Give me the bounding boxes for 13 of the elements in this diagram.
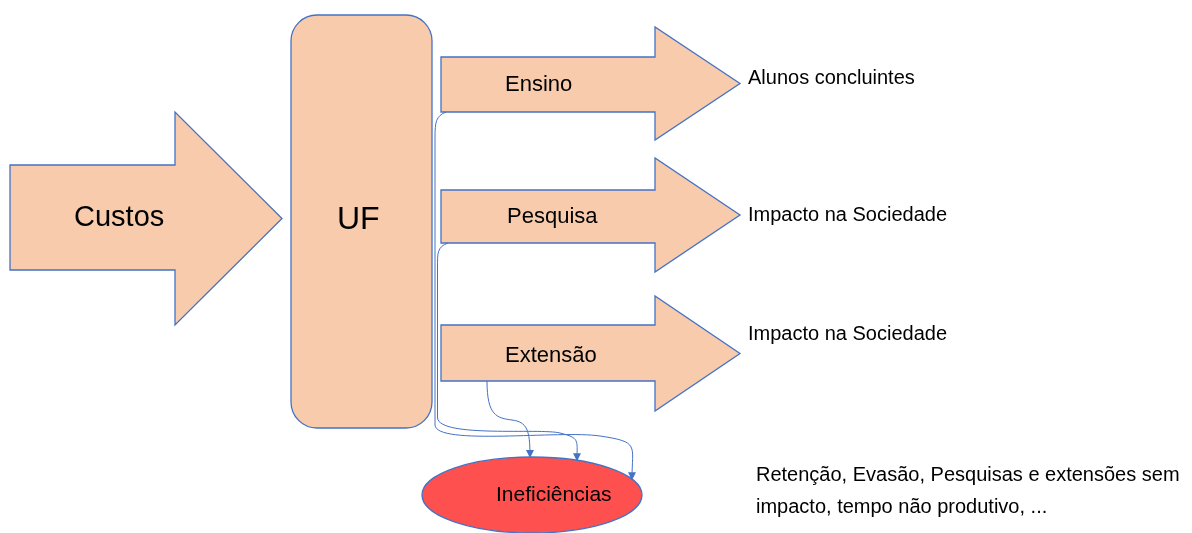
- output-label: Impacto na Sociedade: [748, 322, 948, 345]
- rounded-box: [291, 15, 432, 428]
- ellipse-label: Ineficiências: [496, 482, 612, 506]
- pointed-box: [441, 296, 740, 411]
- pointed-box: [441, 158, 740, 272]
- pointed-box: [10, 112, 282, 325]
- curved-arrow: [437, 242, 582, 462]
- output-label: Alunos concluintes: [748, 66, 915, 89]
- output-label: Impacto na Sociedade: [748, 203, 948, 226]
- note-text: Retenção, Evasão, Pesquisas e extensões sem impacto, tempo não produtivo, ...: [756, 462, 1181, 519]
- curved-arrow: [486, 380, 534, 458]
- curved-arrow: [434, 111, 637, 481]
- pointed-box: [441, 27, 740, 140]
